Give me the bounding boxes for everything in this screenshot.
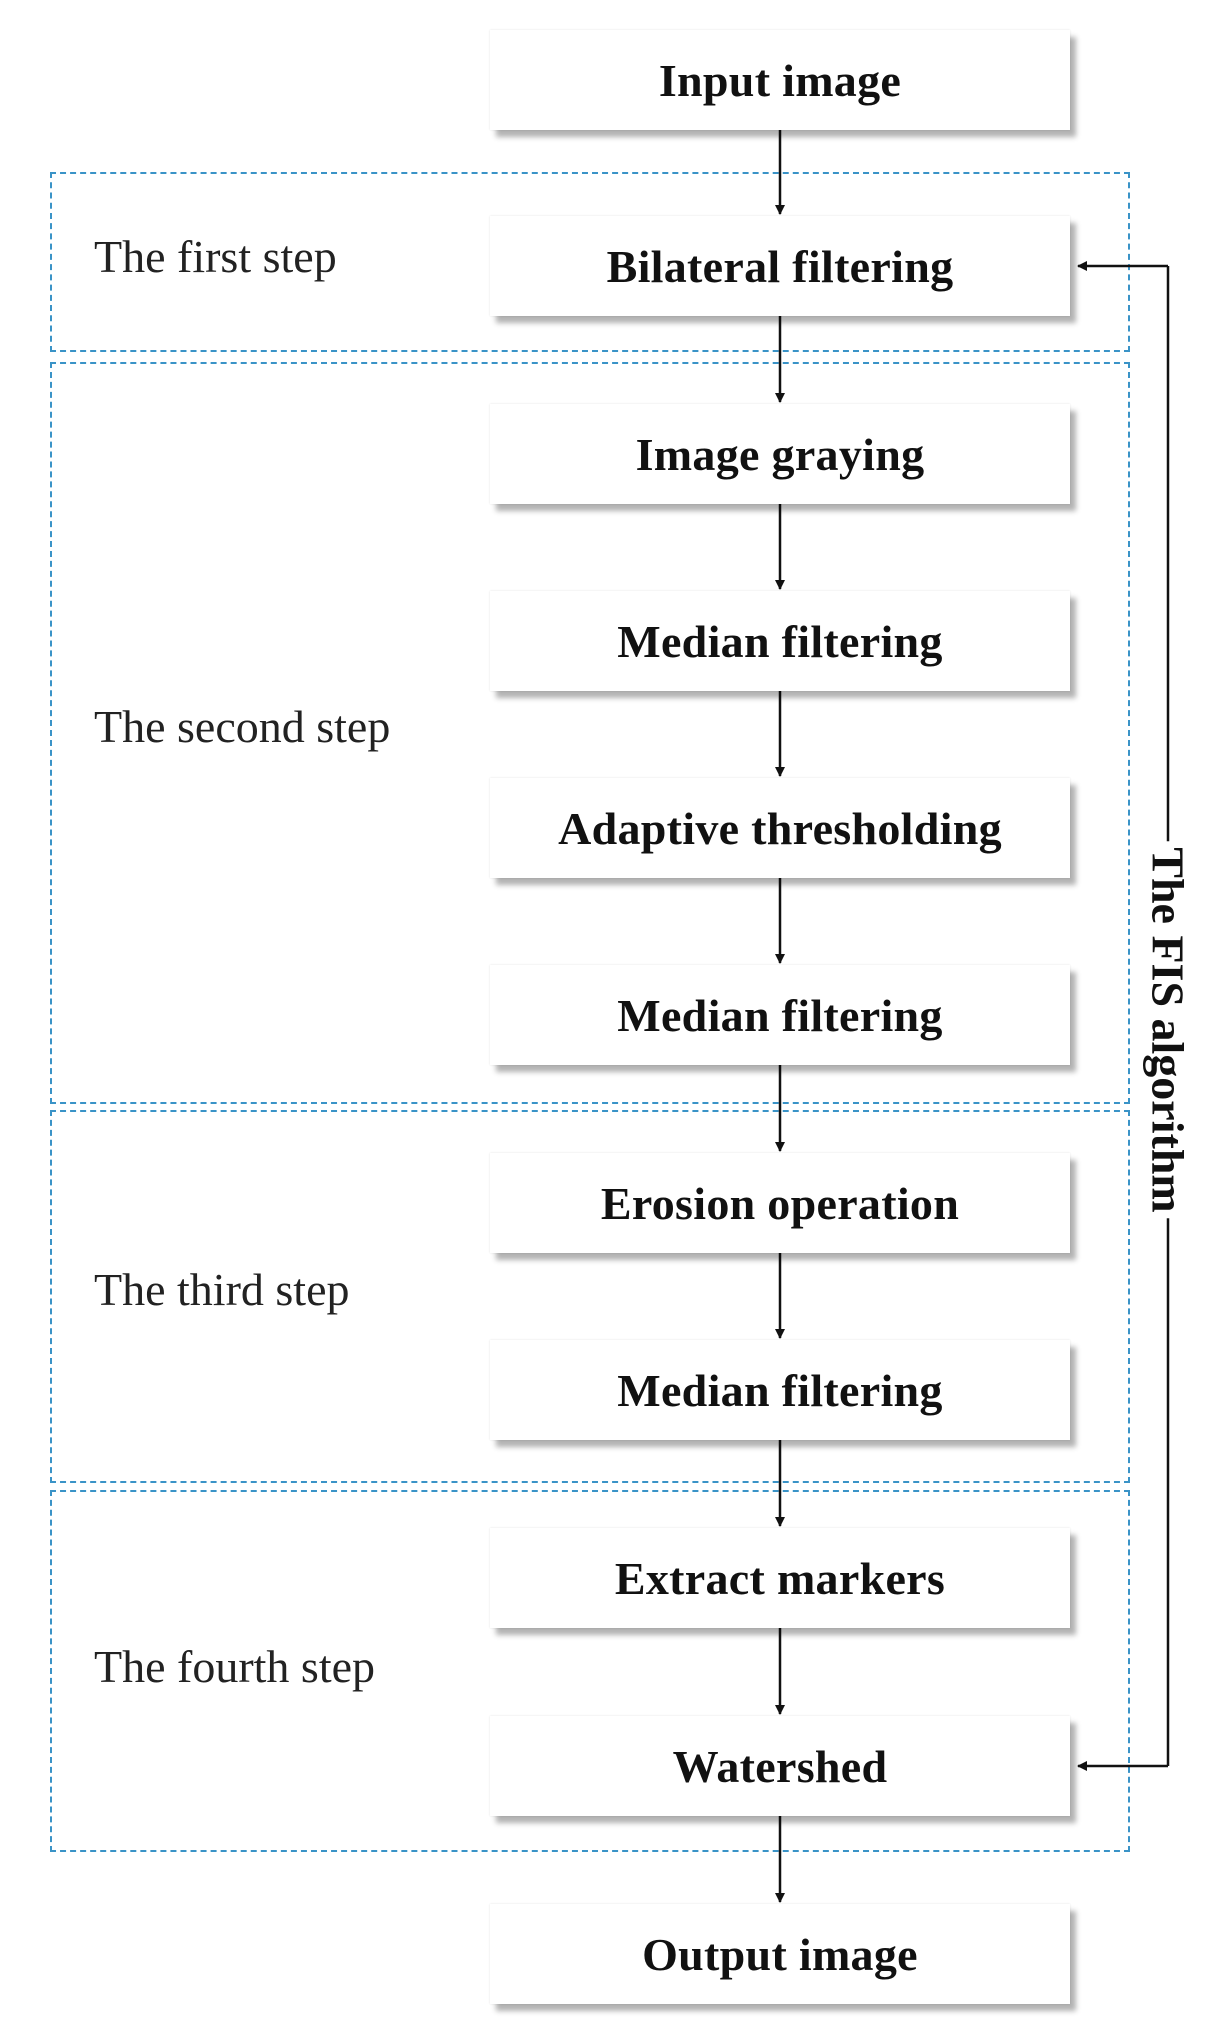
node-image-graying: Image graying (490, 404, 1070, 504)
step-region-second (50, 362, 1130, 1104)
step-label-first: The first step (94, 231, 337, 282)
node-output-image: Output image (490, 1904, 1070, 2004)
node-median-filtering-2: Median filtering (490, 965, 1070, 1065)
step-label-fourth: The fourth step (94, 1641, 376, 1692)
step-label-second: The second step (94, 701, 391, 752)
node-median-filtering-1: Median filtering (490, 591, 1070, 691)
step-region-first (50, 172, 1130, 352)
node-erosion-operation: Erosion operation (490, 1153, 1070, 1253)
node-input-image: Input image (490, 30, 1070, 130)
node-bilateral-filtering: Bilateral filtering (490, 216, 1070, 316)
fis-algorithm-label: The FIS algorithm (1141, 841, 1195, 1219)
step-region-fourth (50, 1490, 1130, 1852)
node-watershed: Watershed (490, 1716, 1070, 1816)
node-extract-markers: Extract markers (490, 1528, 1070, 1628)
step-label-third: The third step (94, 1264, 350, 1315)
step-region-third (50, 1110, 1130, 1483)
node-adaptive-thresholding: Adaptive thresholding (490, 778, 1070, 878)
node-median-filtering-3: Median filtering (490, 1340, 1070, 1440)
